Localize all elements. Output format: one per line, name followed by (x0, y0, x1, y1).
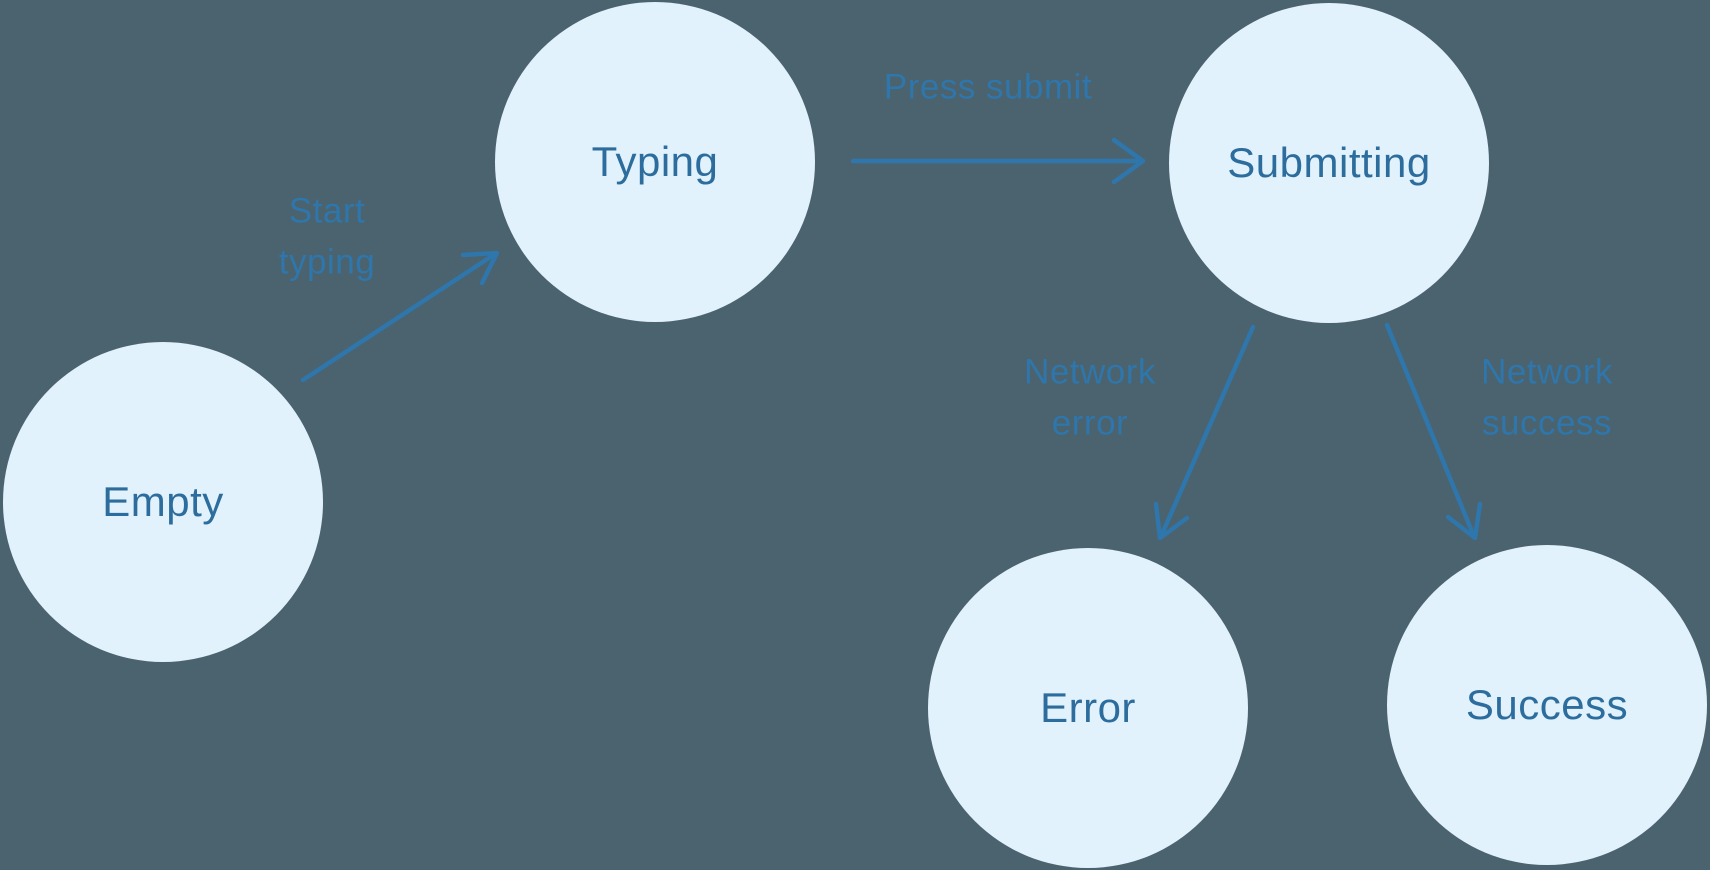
state-node-error: Error (928, 548, 1248, 868)
state-label-submitting: Submitting (1227, 139, 1431, 186)
arrowhead-start-typing (460, 250, 500, 286)
state-label-typing: Typing (591, 138, 719, 185)
transition-label-press-submit: Press submit (883, 67, 1093, 107)
state-node-empty: Empty (3, 342, 323, 662)
state-node-submitting: Submitting (1169, 3, 1489, 323)
state-label-success: Success (1465, 681, 1629, 728)
arrow-network-success (1384, 322, 1476, 537)
state-label-empty: Empty (102, 478, 224, 525)
arrowhead-press-submit (1111, 137, 1146, 185)
arrow-network-error (1159, 324, 1256, 537)
arrowhead-network-success (1445, 501, 1483, 541)
transition-label-start-typing: Start typing (278, 191, 376, 281)
arrow-start-typing (300, 251, 498, 383)
state-label-error: Error (1040, 684, 1136, 731)
transition-label-network-error: Network error (1024, 352, 1156, 442)
state-node-success: Success (1387, 545, 1707, 865)
transition-label-network-success: Network success (1481, 352, 1613, 442)
arrowhead-network-error (1153, 501, 1190, 541)
state-node-typing: Typing (495, 2, 815, 322)
